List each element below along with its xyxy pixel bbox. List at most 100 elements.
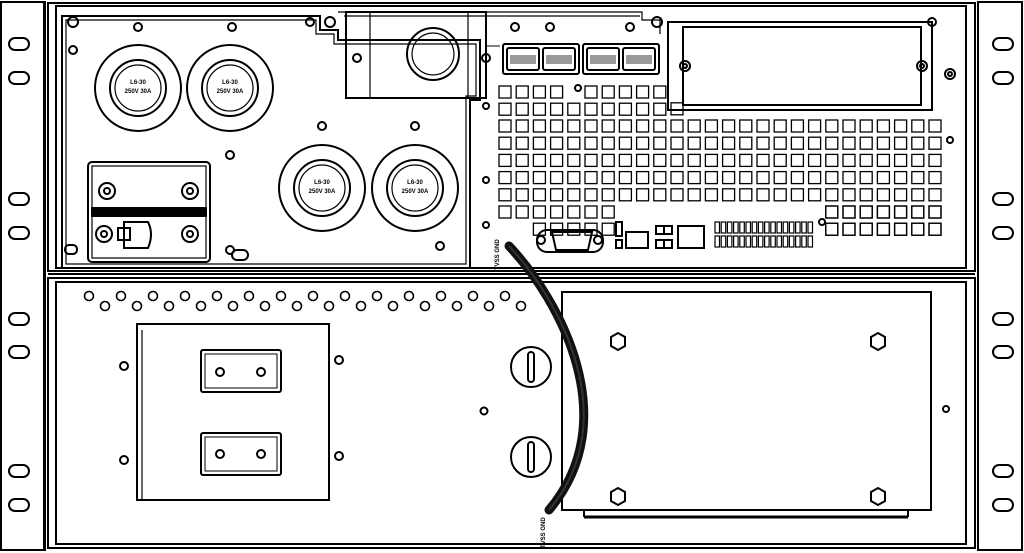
vent-slot	[618, 102, 633, 116]
cable-knockout-lower	[510, 436, 552, 478]
vent-slot	[601, 188, 615, 202]
vent-slot	[928, 222, 942, 236]
battery-connector-right[interactable]	[582, 43, 660, 75]
vent-slot	[498, 102, 512, 116]
vent-slot	[653, 85, 667, 99]
vent-hole	[115, 290, 127, 302]
vent-slot	[859, 136, 873, 150]
vent-hole	[147, 290, 159, 302]
lower-vent-holes	[83, 290, 527, 312]
vent-slot	[532, 119, 547, 133]
vent-slot	[515, 170, 529, 185]
vent-slot	[498, 205, 512, 219]
terminal-pin	[770, 221, 776, 234]
battery-connector-left[interactable]	[502, 43, 580, 75]
vent-slot	[721, 170, 736, 185]
vent-slot	[893, 205, 908, 219]
vent-slot	[618, 136, 633, 150]
left-rack-ear	[0, 1, 46, 551]
vent-slot	[928, 205, 942, 219]
vent-slot	[756, 170, 770, 185]
vent-hole	[163, 300, 175, 312]
vent-slot	[859, 119, 873, 133]
outlet-type-label: L6-30	[130, 80, 146, 86]
vent-slot	[704, 119, 719, 133]
comm-ports[interactable]	[615, 221, 705, 249]
vent-slot	[893, 153, 908, 168]
vent-slot	[876, 136, 891, 150]
vent-slot	[790, 136, 805, 150]
vent-slot	[687, 136, 701, 150]
terminal-pin	[794, 221, 801, 234]
vent-slot	[773, 153, 787, 168]
battery-cover-plate	[561, 291, 950, 519]
vent-hole	[387, 300, 399, 312]
vent-slot	[601, 153, 615, 168]
terminal-pin	[801, 221, 807, 234]
vent-slot	[893, 222, 908, 236]
vent-hole	[499, 290, 511, 302]
terminal-pin	[788, 235, 795, 248]
circuit-breaker[interactable]	[87, 161, 211, 263]
vent-hole	[419, 300, 431, 312]
terminal-pin	[751, 221, 758, 234]
vent-slot	[687, 119, 701, 133]
vent-slot	[756, 188, 770, 202]
vent-slot	[842, 205, 856, 219]
vent-slot	[635, 119, 650, 133]
vent-slot	[928, 205, 942, 219]
db9-serial-port[interactable]	[536, 229, 604, 253]
vent-slot	[584, 119, 598, 133]
tvss-gnd-label-upper: TVSS GND	[495, 239, 501, 270]
vent-slot	[670, 136, 684, 150]
vent-slot	[670, 119, 684, 133]
vent-slot	[704, 136, 719, 150]
vent-slot	[635, 136, 650, 150]
vent-slot	[515, 205, 529, 219]
vent-slot	[584, 170, 598, 185]
vent-slot	[859, 222, 873, 236]
vent-slot	[601, 136, 615, 150]
vent-slot	[618, 119, 633, 133]
vent-slot	[584, 188, 598, 202]
terminal-pin	[732, 221, 739, 234]
vent-slot	[532, 85, 547, 99]
outlet-top-left: L6-30 250V 30A	[94, 44, 182, 132]
terminal-pin	[732, 235, 739, 248]
vent-slot	[567, 188, 581, 202]
outlet-rating-label: 250V 30A	[402, 189, 429, 195]
vent-slot	[653, 170, 667, 185]
right-rack-ear	[977, 1, 1023, 551]
vent-slot	[739, 153, 753, 168]
vent-slot	[549, 153, 564, 168]
vent-slot	[704, 188, 719, 202]
vent-slot	[825, 222, 839, 236]
vent-slot	[876, 119, 891, 133]
vent-slot	[532, 102, 547, 116]
vent-slot	[567, 170, 581, 185]
vent-slot	[790, 170, 805, 185]
vent-slot	[859, 170, 873, 185]
vent-slot	[601, 85, 615, 99]
vent-slot	[670, 102, 684, 116]
vent-slot	[515, 119, 529, 133]
terminal-pin	[794, 235, 801, 248]
terminal-pin	[801, 235, 807, 248]
vent-slot	[773, 119, 787, 133]
vent-slot	[893, 136, 908, 150]
vent-slot	[549, 170, 564, 185]
outlet-type-label: L6-30	[407, 180, 423, 186]
vent-hole	[323, 300, 335, 312]
vent-hole	[83, 290, 95, 302]
terminal-pin	[776, 235, 783, 248]
vent-hole	[403, 290, 415, 302]
vent-slot	[876, 153, 891, 168]
vent-slot	[739, 170, 753, 185]
terminal-pin	[757, 235, 764, 248]
vent-slot	[842, 119, 856, 133]
vent-slot	[928, 153, 942, 168]
vent-slot	[842, 170, 856, 185]
terminal-pin	[776, 221, 783, 234]
outlet-mid-left: L6-30 250V 30A	[278, 144, 366, 232]
vent-slot	[567, 102, 581, 116]
